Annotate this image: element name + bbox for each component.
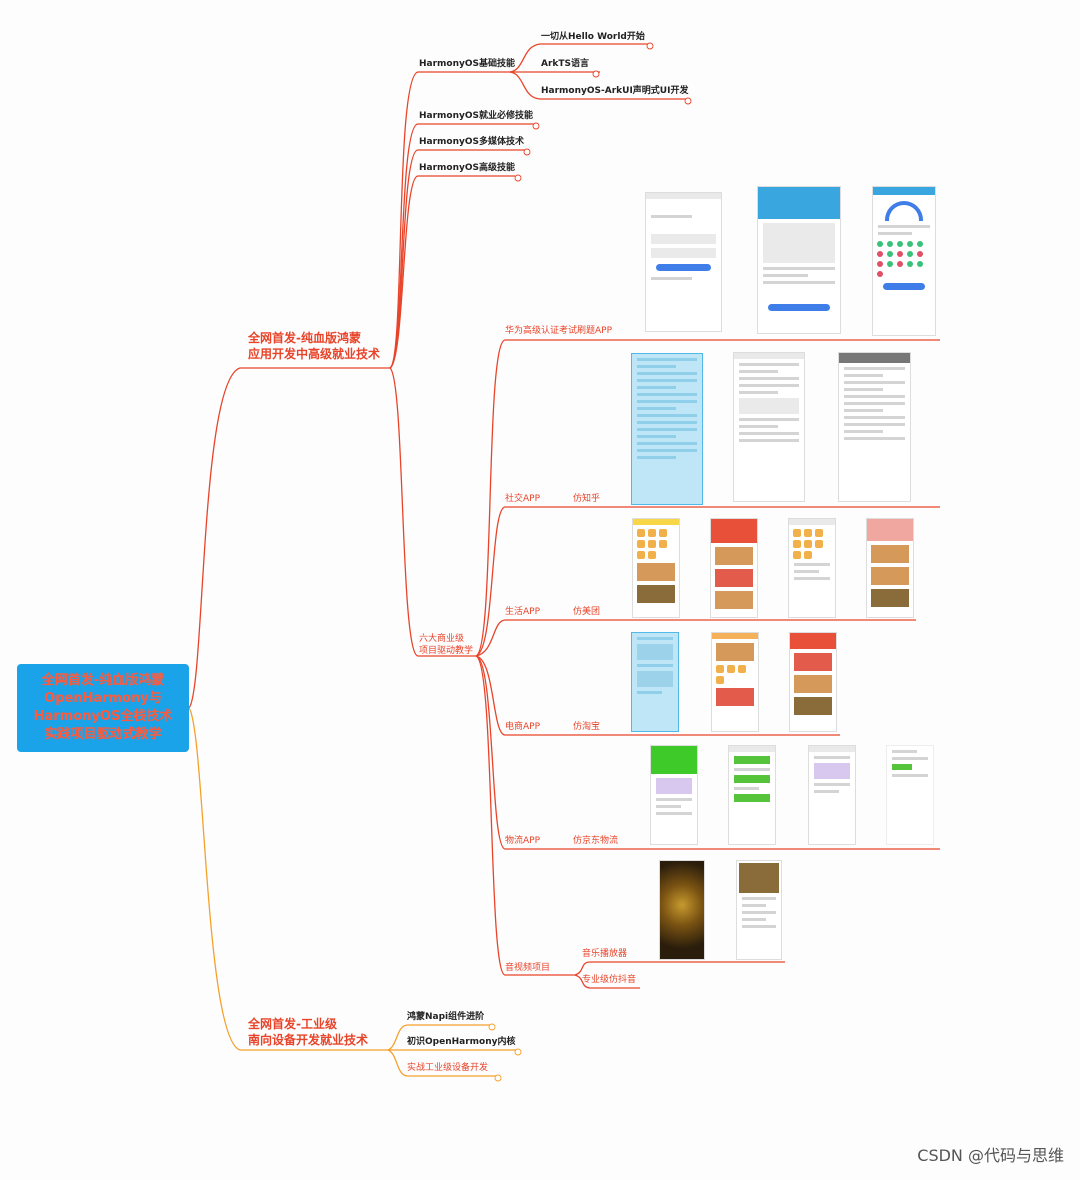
connector-root-branch1 (188, 367, 390, 709)
project-name-social[interactable]: 仿知乎 (573, 494, 601, 504)
screenshot-social-2 (733, 352, 805, 502)
screenshot-social-3 (838, 352, 911, 502)
project-category-shop[interactable]: 电商APP (505, 722, 541, 732)
screenshot-life-1 (632, 518, 680, 618)
collapse-marker (592, 70, 600, 78)
screenshot-life-2 (710, 518, 758, 618)
connector-projects-logistics (475, 655, 940, 850)
project-category-media[interactable]: 音视频项目 (505, 963, 551, 973)
connector-projects-social (475, 506, 940, 657)
connector-projects-exam (475, 339, 940, 657)
screenshot-exam-login (645, 192, 722, 332)
screenshot-logistics-3 (808, 745, 856, 845)
topic-basics[interactable]: HarmonyOS基础技能 (419, 59, 516, 69)
project-category-social[interactable]: 社交APP (505, 494, 541, 504)
connector-branch1-skill3 (389, 175, 515, 369)
project-name-music[interactable]: 音乐播放器 (582, 949, 628, 959)
collapse-marker (523, 148, 531, 156)
topic-industrial[interactable]: 实战工业级设备开发 (407, 1063, 489, 1073)
connector-branch2-c3 (387, 1049, 498, 1077)
connector-basics-c1 (509, 43, 650, 73)
connector-media-music (574, 961, 785, 976)
topic-skill-3[interactable]: HarmonyOS高级技能 (419, 163, 516, 173)
connector-media-douyin (574, 974, 640, 989)
connector-projects-life (475, 619, 916, 657)
topic-projects[interactable]: 六大商业级 项目驱动教学 (419, 634, 474, 656)
screenshot-logistics-4 (886, 745, 934, 845)
project-name-shop[interactable]: 仿淘宝 (573, 722, 601, 732)
screenshot-douyin (736, 860, 782, 960)
topic-skill-1[interactable]: HarmonyOS就业必修技能 (419, 111, 534, 121)
root-node[interactable]: 全网首发-纯血版鸿蒙 OpenHarmony与 HarmonyOS全栈技术 实践… (17, 664, 189, 752)
screenshot-exam-question (757, 186, 841, 334)
branch1-title[interactable]: 全网首发-纯血版鸿蒙 应用开发中高级就业技术 (248, 331, 381, 361)
topic-exam-app[interactable]: 华为高级认证考试刷题APP (505, 326, 613, 336)
topic-kernel[interactable]: 初识OpenHarmony内核 (407, 1037, 516, 1047)
project-name-douyin[interactable]: 专业级仿抖音 (582, 975, 637, 985)
connector-branch2-c1 (387, 1024, 492, 1051)
topic-skill-2[interactable]: HarmonyOS多媒体技术 (419, 137, 525, 147)
project-category-logistics[interactable]: 物流APP (505, 836, 541, 846)
connector-projects-shop (475, 655, 840, 736)
topic-napi[interactable]: 鸿蒙Napi组件进阶 (407, 1012, 485, 1022)
screenshot-music-player (659, 860, 705, 960)
screenshot-logistics-2 (728, 745, 776, 845)
screenshot-shop-1 (631, 632, 679, 732)
screenshot-logistics-1 (650, 745, 698, 845)
screenshot-shop-3 (789, 632, 837, 732)
screenshot-shop-2 (711, 632, 759, 732)
project-category-life[interactable]: 生活APP (505, 607, 541, 617)
connector-basics-c3 (509, 71, 690, 100)
connector-projects-media (475, 655, 575, 976)
topic-basics-child-2[interactable]: ArkTS语言 (541, 59, 590, 69)
project-name-logistics[interactable]: 仿京东物流 (573, 836, 619, 846)
branch2-title[interactable]: 全网首发-工业级 南向设备开发就业技术 (248, 1017, 369, 1047)
screenshot-social-1 (631, 353, 703, 505)
collapse-marker (494, 1074, 502, 1082)
collapse-marker (488, 1023, 496, 1031)
collapse-marker (646, 42, 654, 50)
collapse-marker (532, 122, 540, 130)
screenshot-life-3 (788, 518, 836, 618)
screenshot-exam-score (872, 186, 936, 336)
topic-basics-child-3[interactable]: HarmonyOS-ArkUI声明式UI开发 (541, 86, 689, 96)
collapse-marker (684, 97, 692, 105)
collapse-marker (514, 174, 522, 182)
connector-branch1-projects (389, 367, 476, 657)
collapse-marker (514, 1048, 522, 1056)
watermark: CSDN @代码与思维 (917, 1146, 1064, 1165)
screenshot-life-4 (866, 518, 914, 618)
project-name-life[interactable]: 仿美团 (573, 607, 601, 617)
topic-basics-child-1[interactable]: 一切从Hello World开始 (541, 32, 645, 42)
connector-root-branch2 (188, 707, 388, 1051)
